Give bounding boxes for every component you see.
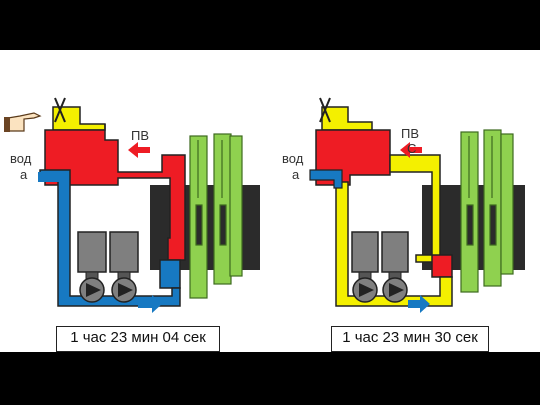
right-label-water-2: а (292, 167, 300, 182)
right-yellow-down (335, 181, 453, 307)
right-water-inlet (309, 169, 343, 189)
right-valve-icon (319, 97, 331, 123)
right-motor-2 (381, 231, 409, 273)
right-red-arrow-icon (400, 142, 422, 158)
left-elapsed-time: 1 час 23 мин 04 сек (56, 326, 220, 352)
left-pump-2 (111, 277, 137, 303)
left-tank (44, 124, 186, 261)
left-well-tubes (189, 133, 243, 299)
right-scheme (309, 97, 525, 313)
left-red-arrow-icon (128, 142, 150, 158)
right-motor-1 (351, 231, 379, 273)
right-pump-1 (352, 277, 378, 303)
right-flow-arrow-icon (408, 295, 430, 313)
left-label-water-2: а (20, 167, 28, 182)
left-valve-icon (54, 97, 66, 123)
left-motor-2 (109, 231, 139, 273)
right-label-pvs-sub: С (407, 141, 417, 156)
left-scheme (4, 97, 260, 313)
left-label-pvs: ПВ (131, 128, 150, 143)
right-yellow-loop (389, 154, 441, 263)
right-pump-2 (382, 277, 408, 303)
right-label-water-1: вод (282, 151, 304, 166)
right-label-pvs: ПВ (401, 126, 420, 141)
right-elapsed-time: 1 час 23 мин 30 сек (331, 326, 489, 352)
left-label-water-1: вод (10, 151, 32, 166)
pointing-hand-icon (4, 112, 42, 132)
left-pump-1 (79, 277, 105, 303)
right-well-tubes (460, 129, 514, 293)
left-motor-1 (77, 231, 107, 273)
left-water-inlet (38, 172, 62, 182)
right-riser-red (431, 254, 453, 278)
left-riser-blue (159, 259, 181, 289)
left-flow-arrow-icon (138, 295, 162, 313)
